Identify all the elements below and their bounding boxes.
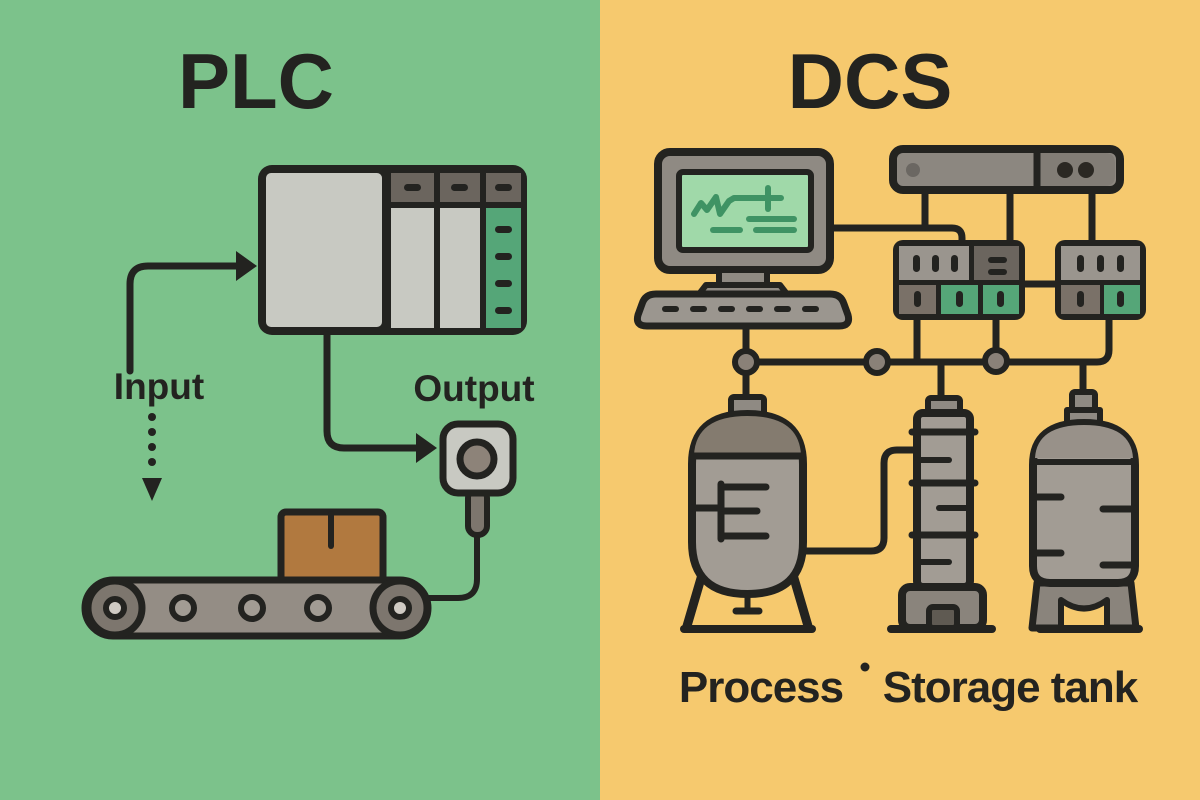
skirt-arch [1058, 597, 1110, 629]
operator-workstation-icon [633, 148, 853, 330]
keyboard-keys [662, 306, 819, 312]
right-arrowhead-icon [416, 433, 437, 463]
level-gauge-mark [689, 480, 770, 543]
output-slot-dashes [495, 226, 512, 314]
dcs-diagram: DCS [633, 37, 1146, 712]
label-separator-dot [860, 662, 870, 672]
io-module-cluster-left [893, 240, 1025, 320]
plc-title: PLC [178, 37, 334, 125]
storage-tank-icon [1028, 389, 1143, 633]
cpu-block [266, 173, 382, 327]
process-pipe [799, 446, 921, 555]
io-module-cluster-right [1055, 240, 1146, 320]
trend-chart-graphic [691, 185, 797, 233]
process-label: Process [679, 663, 843, 712]
bus-node [732, 348, 760, 376]
cardboard-box-icon [277, 508, 387, 585]
input-label: Input [114, 366, 204, 407]
output-label: Output [413, 368, 534, 409]
storage-tank-label: Storage tank [883, 663, 1139, 712]
right-arrowhead-icon [236, 251, 257, 281]
slot-header-dashes [404, 184, 512, 191]
keyboard [633, 290, 853, 330]
server-port [1078, 162, 1094, 178]
io-slots [1077, 255, 1124, 307]
power-plug-icon [426, 420, 517, 601]
output-arrow [323, 331, 437, 463]
server-port [1057, 162, 1073, 178]
conveyor-belt-icon [81, 508, 432, 640]
distillation-column-icon [887, 395, 996, 633]
server-led [906, 163, 920, 177]
plc-diagram: PLC [81, 37, 535, 640]
pedestal-door [926, 604, 960, 631]
plug-cable [426, 531, 480, 601]
input-arrow [126, 251, 257, 375]
process-tank-icon [680, 394, 816, 633]
input-flow-dashed-arrow-icon [142, 413, 162, 501]
network-bus [742, 314, 1113, 366]
plc-controller-icon [258, 165, 527, 335]
bus-node [982, 347, 1010, 375]
dcs-panel: DCS [600, 0, 1200, 800]
bus-node [863, 348, 891, 376]
bus-nodes [732, 347, 1010, 376]
io-slots [913, 255, 1007, 307]
plc-panel: PLC [0, 0, 600, 800]
server-rack-icon [889, 145, 1124, 194]
dcs-title: DCS [788, 37, 953, 125]
